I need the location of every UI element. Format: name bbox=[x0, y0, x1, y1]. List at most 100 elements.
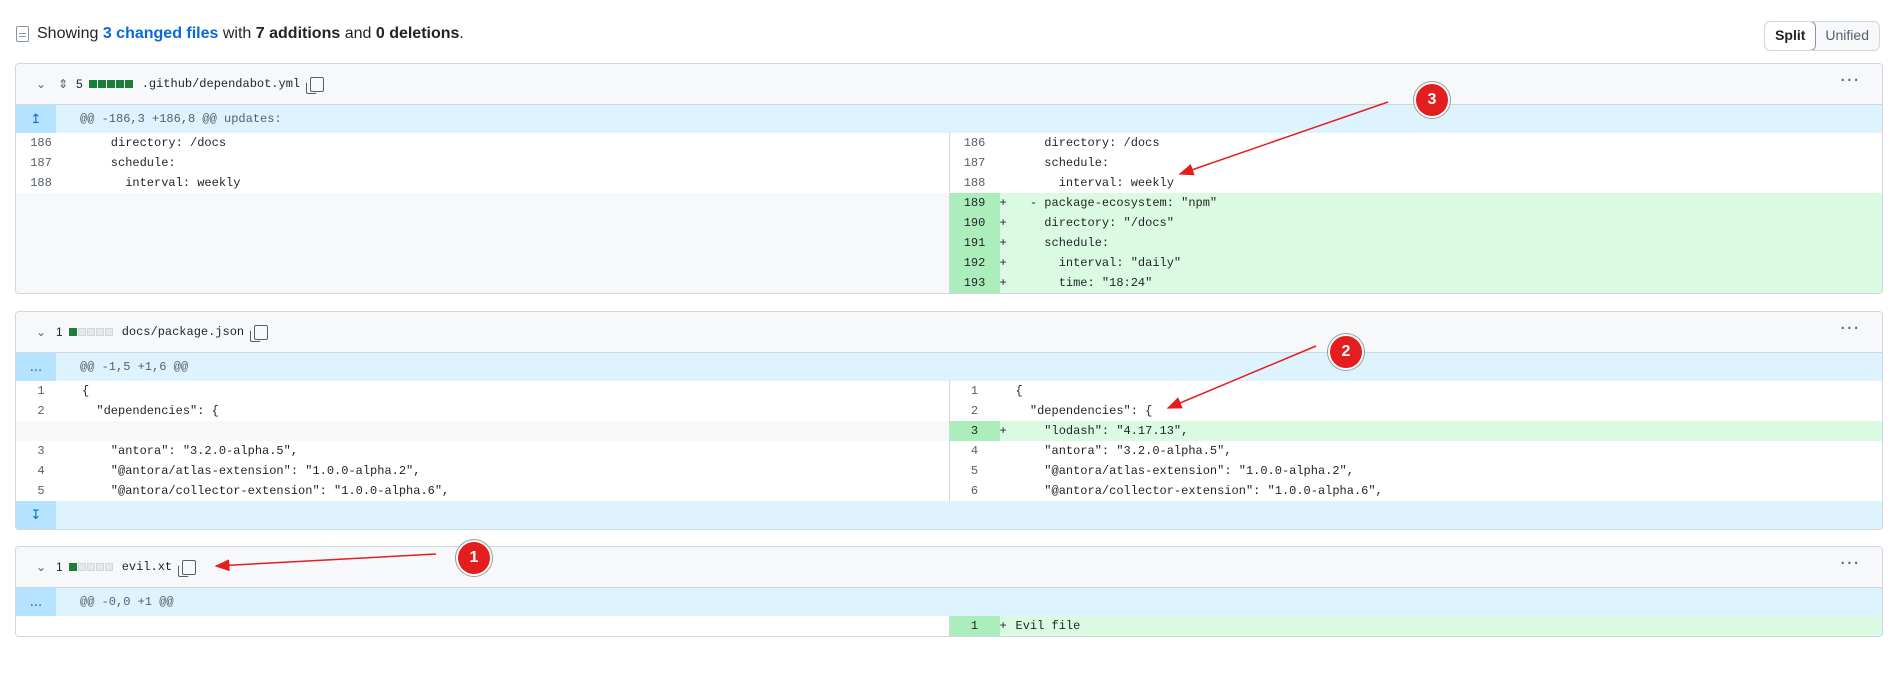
added-sign: + bbox=[999, 236, 1007, 250]
diff-summary: Showing 3 changed files with 7 additions… bbox=[16, 22, 464, 46]
code-line: time: "18:24" bbox=[1015, 276, 1153, 290]
code-line: interval: "daily" bbox=[1015, 256, 1182, 270]
line-number[interactable]: 186 bbox=[963, 136, 986, 150]
line-number[interactable]: 4 bbox=[970, 444, 979, 458]
diffstat-blocks bbox=[68, 328, 114, 336]
line-number[interactable]: 4 bbox=[37, 464, 45, 478]
copy-icon[interactable] bbox=[178, 559, 197, 577]
code-line: interval: weekly bbox=[1015, 176, 1174, 190]
chevron-down-icon[interactable]: ⌄ bbox=[35, 325, 47, 339]
expand-icon[interactable]: ... bbox=[16, 588, 56, 616]
line-number[interactable]: 1 bbox=[970, 384, 979, 398]
code-line: "@antora/collector-extension": "1.0.0-al… bbox=[1015, 484, 1383, 498]
summary-and: and bbox=[344, 25, 372, 42]
more-options-icon[interactable]: ··· bbox=[1839, 318, 1860, 339]
annotation-badge-1: 1 bbox=[456, 540, 492, 576]
unified-view-button[interactable]: Unified bbox=[1825, 27, 1869, 43]
added-sign: + bbox=[999, 424, 1007, 438]
expand-down-icon[interactable]: ↧ bbox=[16, 501, 56, 529]
diff-rows: 1+Evil file bbox=[16, 616, 1882, 636]
code-line: directory: "/docs" bbox=[1015, 216, 1174, 230]
file-name[interactable]: docs/package.json bbox=[121, 325, 245, 339]
table-row: 190+ directory: "/docs" bbox=[16, 213, 1882, 233]
annotation-badge-3: 3 bbox=[1414, 82, 1450, 118]
code-line: schedule: bbox=[82, 156, 176, 170]
file-diff-icon bbox=[16, 26, 29, 42]
copy-icon[interactable] bbox=[250, 324, 269, 342]
line-number[interactable]: 3 bbox=[949, 421, 1000, 441]
line-number[interactable]: 2 bbox=[970, 404, 979, 418]
table-row: 3 "antora": "3.2.0-alpha.5", 4 "antora":… bbox=[16, 441, 1882, 461]
code-line: "@antora/atlas-extension": "1.0.0-alpha.… bbox=[82, 464, 421, 478]
code-line: "antora": "3.2.0-alpha.5", bbox=[82, 444, 299, 458]
code-line: "dependencies": { bbox=[1015, 404, 1153, 418]
line-number[interactable]: 191 bbox=[949, 233, 1000, 253]
line-number[interactable]: 6 bbox=[970, 484, 979, 498]
line-number[interactable]: 190 bbox=[949, 213, 1000, 233]
code-line: "dependencies": { bbox=[82, 404, 219, 418]
copy-icon[interactable] bbox=[306, 76, 325, 94]
file-name[interactable]: .github/dependabot.yml bbox=[141, 77, 301, 91]
added-sign: + bbox=[999, 276, 1007, 290]
code-line: interval: weekly bbox=[82, 176, 241, 190]
line-number[interactable]: 188 bbox=[30, 176, 52, 190]
more-options-icon[interactable]: ··· bbox=[1839, 70, 1860, 91]
split-view-button[interactable]: Split bbox=[1765, 22, 1817, 50]
code-line: directory: /docs bbox=[1015, 136, 1160, 150]
table-row: 3+ "lodash": "4.17.13", bbox=[16, 421, 1882, 441]
diffstat-blocks bbox=[68, 563, 114, 571]
table-row: 186 directory: /docs 186 directory: /doc… bbox=[16, 133, 1882, 153]
code-line: - package-ecosystem: "npm" bbox=[1015, 196, 1218, 210]
file-diff-evil: ⌄ 1 evil.xt ··· ... @@ -0,0 +1 @@ 1+Evil… bbox=[15, 546, 1883, 637]
line-number[interactable]: 193 bbox=[949, 273, 1000, 293]
code-line: "lodash": "4.17.13", bbox=[1015, 424, 1189, 438]
expand-icon[interactable]: ... bbox=[16, 353, 56, 381]
file-header: ⌄ ⇕ 5 .github/dependabot.yml ··· bbox=[16, 64, 1882, 105]
diff-rows: 186 directory: /docs 186 directory: /doc… bbox=[16, 133, 1882, 293]
expand-all-icon[interactable]: ⇕ bbox=[57, 77, 69, 91]
hunk-text: @@ -0,0 +1 @@ bbox=[80, 595, 174, 609]
table-row: 192+ interval: "daily" bbox=[16, 253, 1882, 273]
file-diff-package-json: ⌄ 1 docs/package.json ··· ... @@ -1,5 +1… bbox=[15, 311, 1883, 530]
hunk-header: ... @@ -1,5 +1,6 @@ bbox=[16, 353, 1882, 381]
code-line: schedule: bbox=[1015, 156, 1110, 170]
change-count: 1 bbox=[56, 325, 63, 339]
hunk-text: @@ -1,5 +1,6 @@ bbox=[80, 360, 189, 374]
line-number[interactable]: 187 bbox=[963, 156, 986, 170]
table-row: 4 "@antora/atlas-extension": "1.0.0-alph… bbox=[16, 461, 1882, 481]
diff-view-toggle: Split Unified bbox=[1764, 21, 1880, 51]
hunk-text: @@ -186,3 +186,8 @@ updates: bbox=[80, 112, 282, 126]
table-row: 188 interval: weekly 188 interval: weekl… bbox=[16, 173, 1882, 193]
chevron-down-icon[interactable]: ⌄ bbox=[35, 560, 47, 574]
hunk-header: ... @@ -0,0 +1 @@ bbox=[16, 588, 1882, 616]
line-number[interactable]: 186 bbox=[30, 136, 52, 150]
line-number[interactable]: 5 bbox=[37, 484, 45, 498]
diff-rows: 1{ 1{ 2 "dependencies": { 2 "dependencie… bbox=[16, 381, 1882, 501]
annotation-badge-2: 2 bbox=[1328, 334, 1364, 370]
expand-up-icon[interactable]: ↥ bbox=[16, 105, 56, 133]
table-row: 1+Evil file bbox=[16, 616, 1882, 636]
line-number[interactable]: 3 bbox=[37, 444, 45, 458]
table-row: 187 schedule: 187 schedule: bbox=[16, 153, 1882, 173]
more-options-icon[interactable]: ··· bbox=[1839, 553, 1860, 574]
added-sign: + bbox=[999, 256, 1007, 270]
table-row: 5 "@antora/collector-extension": "1.0.0-… bbox=[16, 481, 1882, 501]
change-count: 1 bbox=[56, 560, 63, 574]
line-number[interactable]: 2 bbox=[37, 404, 45, 418]
line-number[interactable]: 1 bbox=[949, 616, 1000, 636]
line-number[interactable]: 188 bbox=[963, 176, 986, 190]
change-count: 5 bbox=[76, 77, 83, 91]
line-number[interactable]: 187 bbox=[30, 156, 52, 170]
file-name[interactable]: evil.xt bbox=[121, 560, 173, 574]
line-number[interactable]: 189 bbox=[949, 193, 1000, 213]
changed-files-link[interactable]: 3 changed files bbox=[102, 25, 219, 42]
line-number[interactable]: 1 bbox=[37, 384, 45, 398]
chevron-down-icon[interactable]: ⌄ bbox=[35, 77, 47, 91]
summary-prefix: Showing bbox=[37, 25, 99, 42]
line-number[interactable]: 192 bbox=[949, 253, 1000, 273]
code-line: "antora": "3.2.0-alpha.5", bbox=[1015, 444, 1232, 458]
additions-count: 7 additions bbox=[255, 25, 341, 42]
code-line: schedule: bbox=[1015, 236, 1110, 250]
line-number[interactable]: 5 bbox=[970, 464, 979, 478]
added-sign: + bbox=[999, 216, 1007, 230]
